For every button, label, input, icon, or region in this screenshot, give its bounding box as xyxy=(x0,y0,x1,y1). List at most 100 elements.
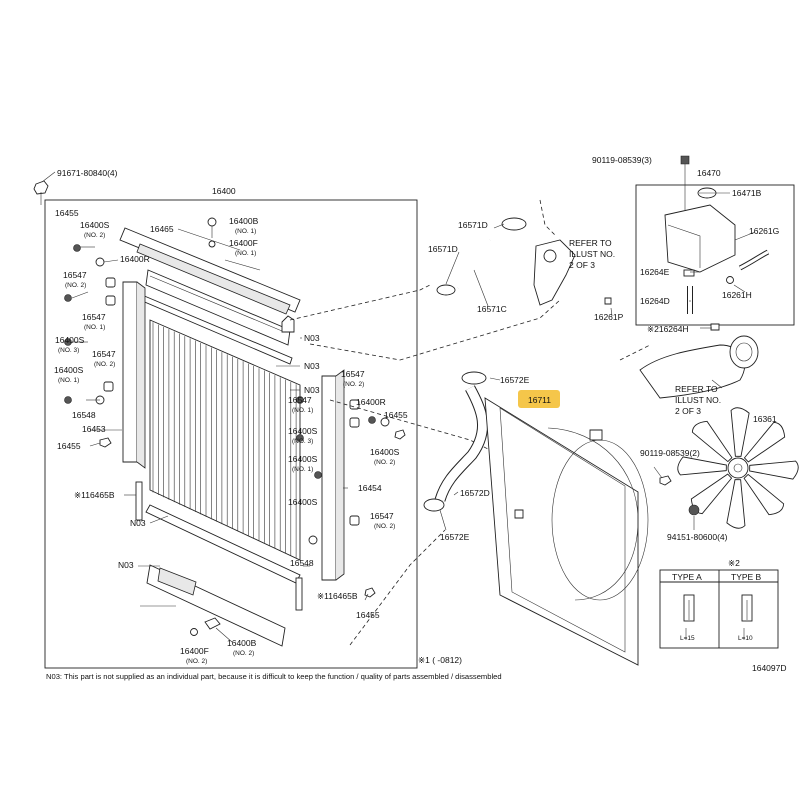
note-1: ※1 ( -0812) xyxy=(418,655,462,665)
label-16400F-a[interactable]: 16400F xyxy=(229,238,258,248)
label-16400S-g[interactable]: 16400S xyxy=(288,497,318,507)
label-16400F-b[interactable]: 16400F xyxy=(180,646,209,656)
label-16400S-c[interactable]: 16400S xyxy=(54,365,84,375)
dashed-link-outlet xyxy=(309,299,561,361)
label-16547-e[interactable]: 16547 xyxy=(288,395,312,405)
fan-blade xyxy=(726,479,746,529)
label-16572E-b[interactable]: 16572E xyxy=(440,532,470,542)
label-16548-b[interactable]: 16548 xyxy=(290,558,314,568)
label-16400S-d[interactable]: 16400S xyxy=(288,426,318,436)
label-16400[interactable]: 16400 xyxy=(212,186,236,196)
label-N03-a[interactable]: N03 xyxy=(130,518,146,528)
fan-nuts xyxy=(659,475,700,516)
label-16455-c[interactable]: 16455 xyxy=(384,410,408,420)
radiator-lower-tank[interactable] xyxy=(146,564,286,647)
label-16400S-b[interactable]: 16400S xyxy=(55,335,85,345)
label-16465B-b[interactable]: ※116465B xyxy=(317,591,358,601)
reservoir-tank-16470[interactable] xyxy=(664,204,736,273)
label-16453[interactable]: 16453 xyxy=(82,424,106,434)
label-16571D-b[interactable]: 16571D xyxy=(428,244,458,254)
fan-blade xyxy=(749,460,799,480)
hose-clamp-16571D[interactable] xyxy=(436,217,527,296)
label-N03-c[interactable]: N03 xyxy=(304,333,320,343)
label-refer-a-2[interactable]: ILLUST NO. xyxy=(569,249,615,259)
fan-blade xyxy=(743,473,785,516)
label-16261G[interactable]: 16261G xyxy=(749,226,779,236)
water-outlet-housing[interactable] xyxy=(533,239,576,306)
label-refer-b-3[interactable]: 2 OF 3 xyxy=(675,406,701,416)
radiator-upper-tank[interactable] xyxy=(145,269,291,346)
label-16547-a[interactable]: 16547 xyxy=(63,270,87,280)
label-94151[interactable]: 94151-80600(4) xyxy=(667,532,728,542)
label-16400S-a[interactable]: 16400S xyxy=(80,220,110,230)
label-N03-e[interactable]: N03 xyxy=(304,385,320,395)
hose-clamp-16572E[interactable] xyxy=(423,371,487,512)
reservoir-hose-16261G[interactable] xyxy=(738,249,770,271)
label-16400B-a[interactable]: 16400B xyxy=(229,216,259,226)
label-16455-b[interactable]: 16455 xyxy=(57,441,81,451)
label-16547-b-no: (NO. 1) xyxy=(84,324,105,331)
label-16547-e-no: (NO. 1) xyxy=(292,407,313,414)
label-16400R-b[interactable]: 16400R xyxy=(356,397,386,407)
label-16400S-f-no: (NO. 1) xyxy=(292,466,313,473)
radiator-group-frame xyxy=(44,199,418,669)
label-note2-mark: ※2 xyxy=(728,558,740,568)
fan-blade xyxy=(730,407,750,457)
label-16465[interactable]: 16465 xyxy=(150,224,174,234)
label-16471B[interactable]: 16471B xyxy=(732,188,762,198)
label-16264D[interactable]: 16264D xyxy=(640,296,670,306)
label-16572E-a[interactable]: 16572E xyxy=(500,375,530,385)
label-refer-b-2[interactable]: ILLUST NO. xyxy=(675,395,721,405)
label-refer-a-1[interactable]: REFER TO xyxy=(569,238,612,248)
label-16572D[interactable]: 16572D xyxy=(460,488,490,498)
radiator-right-bracket[interactable] xyxy=(321,369,345,581)
label-16400F-b-no: (NO. 2) xyxy=(186,658,207,665)
label-16571D-a[interactable]: 16571D xyxy=(458,220,488,230)
label-16400S-e[interactable]: 16400S xyxy=(370,447,400,457)
label-N03-b[interactable]: N03 xyxy=(118,560,134,570)
label-refer-a-3[interactable]: 2 OF 3 xyxy=(569,260,595,270)
label-16261H[interactable]: 16261H xyxy=(722,290,752,300)
label-N03-d[interactable]: N03 xyxy=(304,361,320,371)
label-16400B-b[interactable]: 16400B xyxy=(227,638,257,648)
label-16547-c[interactable]: 16547 xyxy=(92,349,116,359)
label-16465B-a[interactable]: ※116465B xyxy=(74,490,115,500)
label-16455-a[interactable]: 16455 xyxy=(55,208,79,218)
label-16547-d[interactable]: 16547 xyxy=(341,369,365,379)
label-90119-a[interactable]: 90119-08539(3) xyxy=(592,155,652,165)
label-16264H[interactable]: ※216264H xyxy=(647,324,689,334)
water-outlet-pipe[interactable] xyxy=(639,335,759,399)
label-16548-a[interactable]: 16548 xyxy=(72,410,96,420)
radiator-upper-support[interactable] xyxy=(119,227,301,315)
hose-lower-16572D[interactable] xyxy=(434,385,489,502)
label-16711[interactable]: 16711 xyxy=(528,395,551,405)
bolt-91671[interactable] xyxy=(33,171,56,205)
label-16261P[interactable]: 16261P xyxy=(594,312,624,322)
radiator-core[interactable] xyxy=(149,319,301,561)
label-91671[interactable]: 91671-80840(4) xyxy=(57,168,118,178)
label-16264E[interactable]: 16264E xyxy=(640,267,670,277)
leader-lines-radiator xyxy=(71,228,369,643)
label-16455-d[interactable]: 16455 xyxy=(356,610,380,620)
label-refer-b-1[interactable]: REFER TO xyxy=(675,384,718,394)
label-16400S-b-no: (NO. 3) xyxy=(58,347,79,354)
label-16547-b[interactable]: 16547 xyxy=(82,312,106,322)
type-inset-box xyxy=(659,569,779,649)
label-16470[interactable]: 16470 xyxy=(697,168,721,178)
label-type-b: TYPE B xyxy=(731,572,762,582)
label-16454[interactable]: 16454 xyxy=(358,483,382,493)
label-16547-d-no: (NO. 2) xyxy=(343,381,364,388)
label-16400B-a-no: (NO. 1) xyxy=(235,228,256,235)
radiator-left-bracket[interactable] xyxy=(122,281,146,469)
label-16361[interactable]: 16361 xyxy=(753,414,777,424)
label-16400S-f[interactable]: 16400S xyxy=(288,454,318,464)
hose-upper-16571C[interactable] xyxy=(455,236,492,290)
drain-cock-parts xyxy=(190,217,295,636)
radiator-hardware-left xyxy=(64,244,143,521)
label-16547-f[interactable]: 16547 xyxy=(370,511,394,521)
label-16400R-a[interactable]: 16400R xyxy=(120,254,150,264)
label-90119-b[interactable]: 90119-08539(2) xyxy=(640,448,700,458)
fan-shroud-16711[interactable] xyxy=(484,397,649,666)
label-16571C[interactable]: 16571C xyxy=(477,304,507,314)
cooling-fan-16361[interactable] xyxy=(677,407,799,529)
